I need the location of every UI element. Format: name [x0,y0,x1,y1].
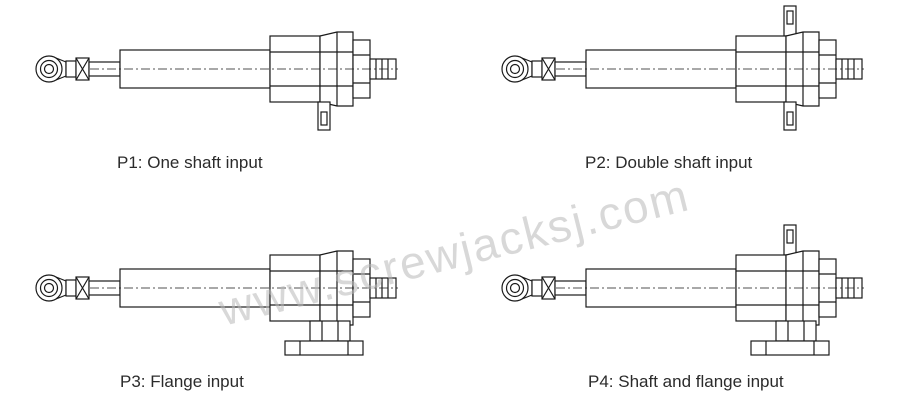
rod-eye-outer [501,55,529,83]
housing-grooves [270,51,320,87]
rod-eye-inner [43,63,55,75]
housing-grooves [736,51,786,87]
clevis-block [65,60,77,78]
flange-bolt-lines [765,341,815,355]
flange-adapter-lines [321,321,339,341]
end-cap-lines [819,273,836,303]
rod-eye-middle [505,59,525,79]
caption-p3: P3: Flange input [120,372,244,391]
bottom-shaft-keyway [320,111,328,126]
rod-eye-middle [505,278,525,298]
actuator-drawing-p4 [501,224,864,356]
lock-nut-cross [75,57,90,81]
end-cap-lines [819,54,836,84]
end-cap-lines [353,273,370,303]
flange-adapter [309,320,351,342]
actuator-drawing-p2 [501,5,864,131]
clevis-block [65,279,77,297]
actuator-drawing-p1 [35,31,398,131]
housing-grooves [270,270,320,306]
top-shaft-keyway [786,229,794,244]
rod-eye-inner [509,63,521,75]
lock-nut-cross [541,276,556,300]
flange-adapter [775,320,817,342]
caption-p1: P1: One shaft input [117,153,263,172]
caption-p4: P4: Shaft and flange input [588,372,784,391]
rod-eye-middle [39,59,59,79]
rod-eye-middle [39,278,59,298]
clevis-block [531,279,543,297]
end-cap-lines [353,54,370,84]
bottom-shaft-keyway [786,111,794,126]
rod-eye-outer [501,274,529,302]
rod-eye-outer [35,274,63,302]
motor-flange-plate [750,340,830,356]
clevis-block [531,60,543,78]
flange-bolt-lines [299,341,349,355]
lock-nut-cross [541,57,556,81]
flange-adapter-lines [787,321,805,341]
top-shaft-keyway [786,10,794,25]
rod-eye-outer [35,55,63,83]
lock-nut-cross [75,276,90,300]
actuator-drawing-p3 [35,250,398,356]
housing-grooves [736,270,786,306]
watermark: www.screwjacksj.com [213,168,695,335]
bottom-input-shaft [783,101,797,131]
rod-eye-inner [509,282,521,294]
rod-eye-inner [43,282,55,294]
caption-p2: P2: Double shaft input [585,153,753,172]
bottom-input-shaft [317,101,331,131]
motor-flange-plate [284,340,364,356]
